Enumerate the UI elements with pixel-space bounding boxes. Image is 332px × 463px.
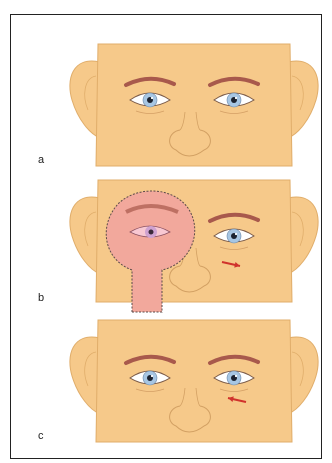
face-a <box>0 42 332 182</box>
face-b <box>0 178 332 318</box>
panel-c: c <box>0 318 332 458</box>
face-c <box>0 318 332 458</box>
panel-label-b: b <box>38 292 44 304</box>
panel-label-a: a <box>38 154 44 166</box>
face-shape <box>96 320 292 442</box>
panel-label-c: c <box>38 430 44 442</box>
panel-a: a <box>0 42 332 182</box>
panel-b: b <box>0 178 332 318</box>
face-shape <box>96 44 292 166</box>
